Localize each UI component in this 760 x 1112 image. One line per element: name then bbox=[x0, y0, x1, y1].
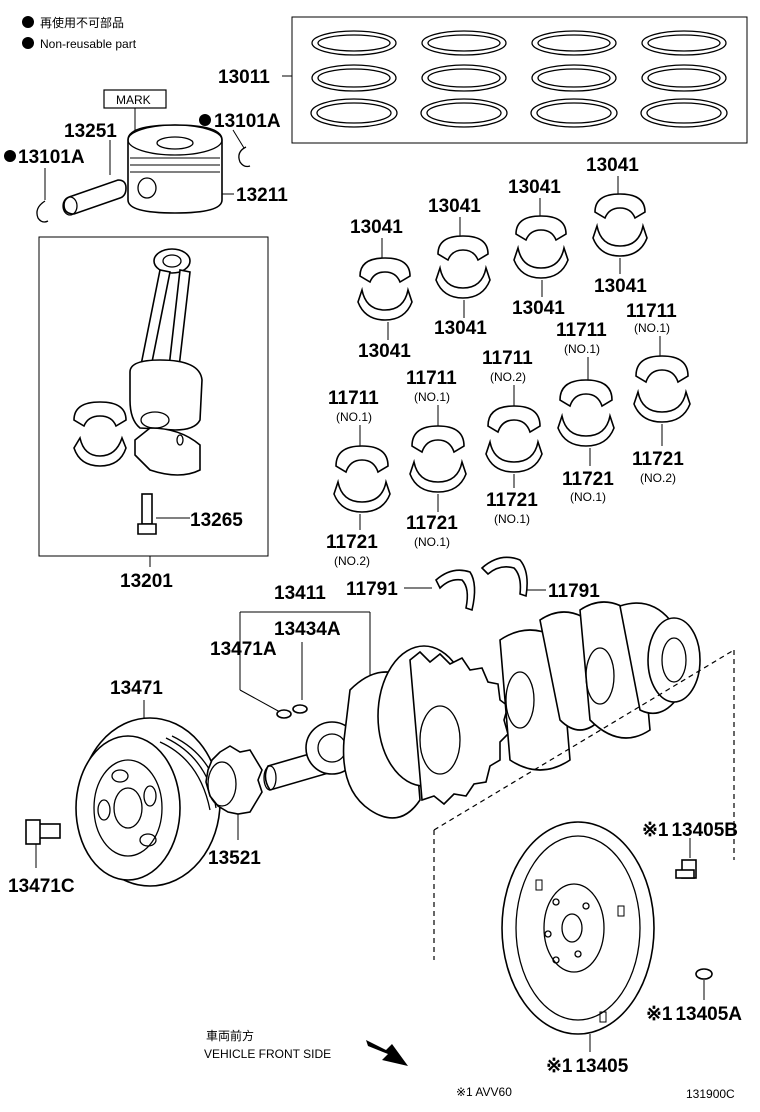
piston-ring-set: 13011 bbox=[218, 16, 748, 144]
crank-key-labels: 13411 13434A 13471A bbox=[210, 583, 371, 719]
label-13041-h: 13041 bbox=[594, 276, 647, 297]
legend-en: Non-reusable part bbox=[40, 37, 137, 51]
label-13101A-right: 13101A bbox=[214, 111, 281, 132]
label-13251: 13251 bbox=[64, 121, 117, 142]
sub-11711-c: (NO.2) bbox=[490, 370, 526, 384]
prefix-13405: ※1 bbox=[546, 1056, 573, 1077]
prefix-13405B: ※1 bbox=[642, 820, 669, 841]
label-11721-b: 11721 bbox=[406, 513, 458, 534]
non-reusable-dot-icon bbox=[199, 114, 211, 126]
label-11711-c: 11711 bbox=[482, 348, 533, 369]
ring-stack-2 bbox=[420, 30, 508, 128]
sub-11711-e: (NO.1) bbox=[634, 321, 670, 335]
sub-11711-a: (NO.1) bbox=[336, 410, 372, 424]
main-bearing-pair-1: 11711 (NO.1) 11721 (NO.2) bbox=[326, 388, 391, 568]
main-bearing-pair-5: 11711 (NO.1) 11721 (NO.2) bbox=[626, 301, 691, 485]
label-13201: 13201 bbox=[120, 571, 173, 592]
code-13405A: 13405A bbox=[675, 1004, 742, 1025]
label-13101A-left: 13101A bbox=[18, 147, 85, 168]
label-11721-c: 11721 bbox=[486, 490, 538, 511]
footnote: ※1 AVV60 bbox=[456, 1085, 512, 1099]
bearing-pair-1: 13041 13041 bbox=[350, 217, 413, 362]
bearing-pair-2: 13041 13041 bbox=[428, 196, 491, 339]
ring-stack-4 bbox=[640, 30, 728, 128]
label-11721-d: 11721 bbox=[562, 469, 614, 490]
legend-jp: 再使用不可部品 bbox=[40, 15, 124, 30]
main-bearings: 11711 (NO.1) 11721 (NO.2) 11711 (NO.1) 1… bbox=[326, 301, 691, 568]
prefix-13405A: ※1 bbox=[646, 1004, 673, 1025]
sub-11711-d: (NO.1) bbox=[564, 342, 600, 356]
legend-dot-icon bbox=[22, 16, 34, 28]
label-11711-a: 11711 bbox=[328, 388, 379, 409]
label-11711-e: 11711 bbox=[626, 301, 677, 322]
label-13041-d: 13041 bbox=[434, 318, 487, 339]
label-11721-e: 11721 bbox=[632, 449, 684, 470]
label-13041-a: 13041 bbox=[350, 217, 403, 238]
label-13041-g: 13041 bbox=[586, 155, 639, 176]
mark-label: MARK bbox=[116, 93, 151, 107]
label-13521: 13521 bbox=[208, 848, 261, 869]
label-13411: 13411 bbox=[274, 583, 326, 604]
legend: 再使用不可部品 Non-reusable part bbox=[22, 15, 137, 51]
label-11791-left: 11791 bbox=[346, 579, 398, 600]
sub-11721-e: (NO.2) bbox=[640, 471, 676, 485]
sub-11721-c: (NO.1) bbox=[494, 512, 530, 526]
arrow-right-down-icon bbox=[366, 1040, 408, 1066]
sub-11721-b: (NO.1) bbox=[414, 535, 450, 549]
label-13041-f: 13041 bbox=[512, 298, 565, 319]
crankshaft-pulley: 13471 13471C bbox=[8, 678, 223, 897]
label-11791-right: 11791 bbox=[548, 581, 600, 602]
label-13041-e: 13041 bbox=[508, 177, 561, 198]
label-13471: 13471 bbox=[110, 678, 163, 699]
thrust-washers: 11791 11791 bbox=[346, 556, 600, 612]
front-jp: 車両前方 bbox=[206, 1028, 254, 1043]
bearing-pair-3: 13041 13041 bbox=[508, 177, 569, 319]
label-11711-b: 11711 bbox=[406, 368, 457, 389]
ring-stack-3 bbox=[530, 30, 618, 128]
legend-dot-icon bbox=[22, 37, 34, 49]
conrod-bearings: 13041 13041 13041 13041 13041 13041 1304… bbox=[350, 155, 648, 362]
label-13471A: 13471A bbox=[210, 639, 277, 660]
label-13041-c: 13041 bbox=[428, 196, 481, 217]
bearing-pair-4: 13041 13041 bbox=[586, 155, 648, 297]
piston-assembly: MARK 13251 13101A 13101A 13211 bbox=[4, 89, 288, 223]
connecting-rod-frame bbox=[38, 236, 269, 557]
main-bearing-pair-3: 11711 (NO.2) 11721 (NO.1) bbox=[482, 348, 543, 526]
label-11711-d: 11711 bbox=[556, 320, 607, 341]
main-bearing-pair-4: 11711 (NO.1) 11721 (NO.1) bbox=[556, 320, 615, 504]
front-en: VEHICLE FRONT SIDE bbox=[204, 1047, 331, 1061]
label-11721-a: 11721 bbox=[326, 532, 378, 553]
crankshaft bbox=[263, 601, 735, 960]
label-13211: 13211 bbox=[236, 185, 288, 206]
figure-code: 131900C bbox=[686, 1087, 735, 1101]
piston-ring-frame bbox=[291, 16, 748, 144]
connecting-rod-assembly: 13265 13201 bbox=[38, 236, 269, 592]
code-13405B: 13405B bbox=[671, 820, 738, 841]
label-13265: 13265 bbox=[190, 510, 243, 531]
code-13405: 13405 bbox=[576, 1056, 629, 1077]
main-bearing-pair-2: 11711 (NO.1) 11721 (NO.1) bbox=[406, 368, 467, 549]
label-13434A: 13434A bbox=[274, 619, 341, 640]
sub-11721-a: (NO.2) bbox=[334, 554, 370, 568]
label-13471C: 13471C bbox=[8, 876, 75, 897]
vehicle-front-note: 車両前方 VEHICLE FRONT SIDE bbox=[204, 1028, 408, 1066]
non-reusable-dot-icon bbox=[4, 150, 16, 162]
label-13041-b: 13041 bbox=[358, 341, 411, 362]
ring-stack-1 bbox=[310, 30, 398, 128]
sub-11711-b: (NO.1) bbox=[414, 390, 450, 404]
label-13011: 13011 bbox=[218, 67, 270, 88]
sub-11721-d: (NO.1) bbox=[570, 490, 606, 504]
crank-timing-sprocket: 13521 bbox=[205, 745, 263, 869]
